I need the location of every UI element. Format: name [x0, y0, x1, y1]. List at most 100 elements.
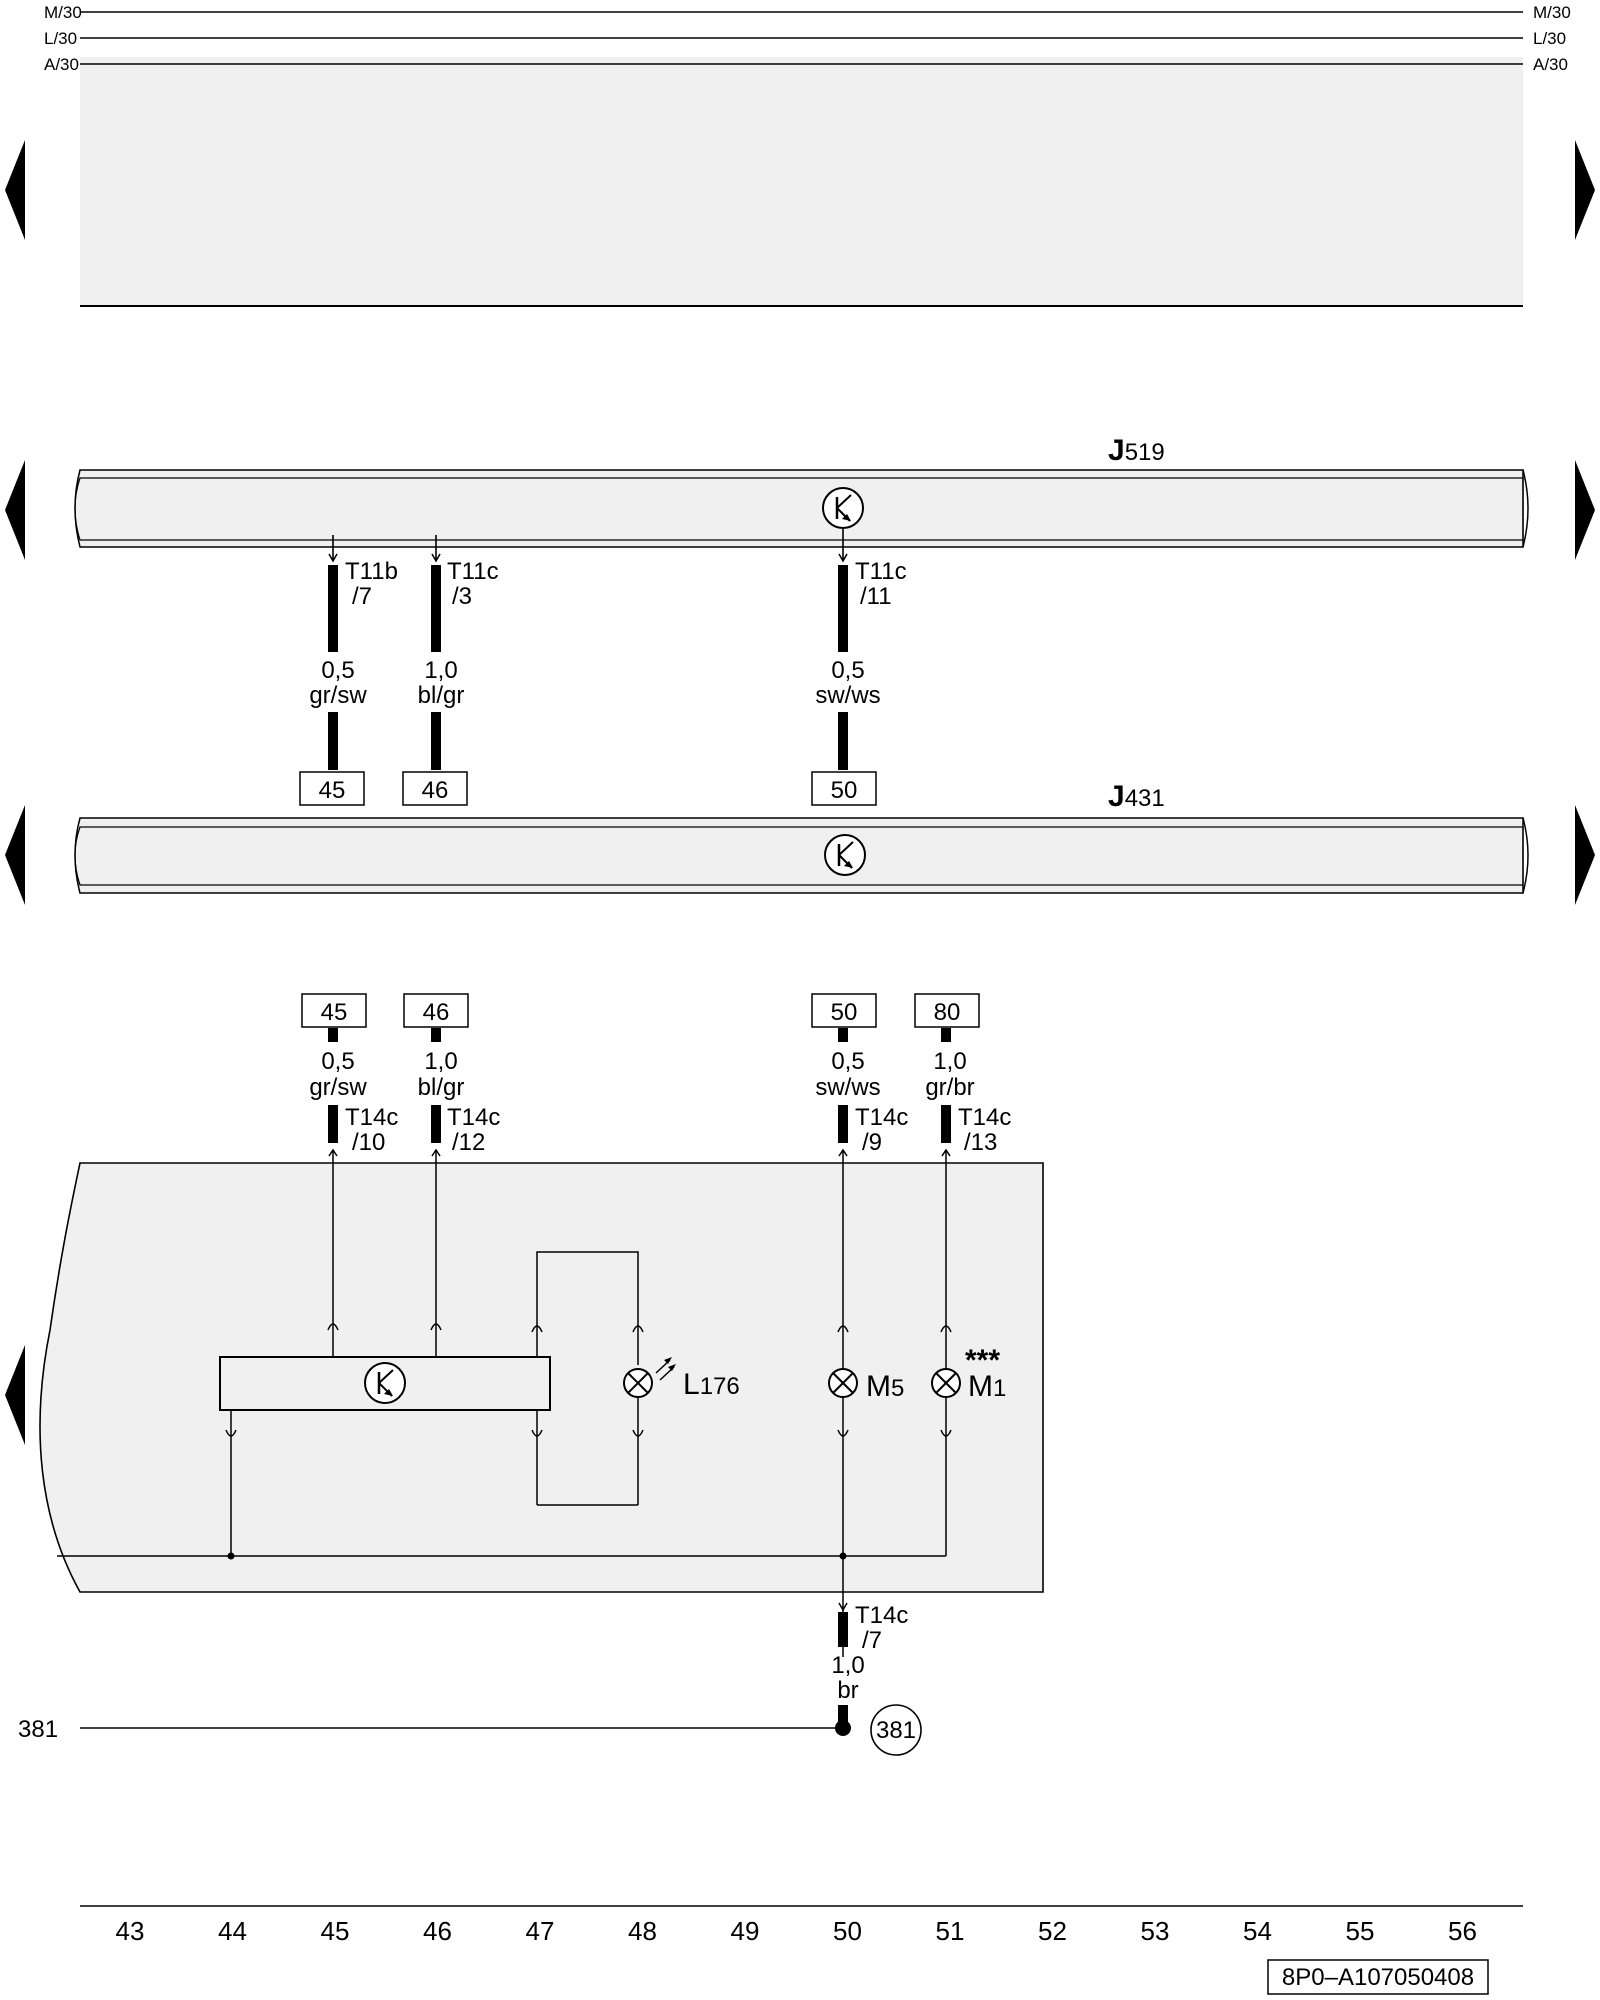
page-left-arrow-icon[interactable]	[5, 1345, 25, 1445]
connector-label: T11c	[855, 558, 907, 585]
scale-label: 48	[628, 1916, 657, 1946]
scale-label: 46	[423, 1916, 452, 1946]
scale-label: 49	[731, 1916, 760, 1946]
connector-label: T14c	[855, 1104, 908, 1131]
pin-label: /12	[452, 1129, 485, 1156]
wire-size-label: 1,0	[424, 1048, 457, 1075]
rail-label-left-l30: L/30	[44, 29, 77, 48]
wire-size-label: 0,5	[321, 657, 354, 684]
control-unit-j431: J431	[74, 780, 1529, 894]
scale-label: 44	[218, 1916, 247, 1946]
page-right-arrow-icon[interactable]	[1575, 460, 1595, 560]
ground-point-circle	[870, 1704, 922, 1756]
current-path-scale: 43 44 45 46 47 48 49 50 51 52 53 54 55 56	[80, 1905, 1523, 1946]
ground-point-label: 381	[876, 1717, 916, 1744]
component-label-m5: M5	[866, 1370, 904, 1403]
connector-label: T11b	[345, 558, 398, 585]
wire-size-label: 1,0	[424, 657, 457, 684]
bulb-icon	[931, 1368, 961, 1398]
pin-label: /9	[862, 1129, 882, 1156]
reference-box-label: 50	[831, 777, 858, 804]
reference-box-label: 80	[934, 999, 961, 1026]
rail-label-left-m30: M/30	[44, 3, 82, 22]
instrument-cluster-block: L176 M5 M1 ***	[39, 1148, 1044, 1657]
scale-label: 52	[1038, 1916, 1067, 1946]
component-label-l176: L176	[683, 1368, 740, 1401]
wire-color-label: sw/ws	[815, 682, 880, 709]
light-rays-icon	[655, 1357, 676, 1381]
connector-label: T11c	[447, 558, 499, 585]
scale-label: 56	[1448, 1916, 1477, 1946]
page-left-arrow-icon[interactable]	[5, 805, 25, 905]
connector-label: T14c	[447, 1104, 500, 1131]
warning-lamp-icon	[623, 1368, 653, 1398]
wire-size-label: 0,5	[831, 1048, 864, 1075]
reference-box-label: 45	[321, 999, 348, 1026]
wire-color-label: gr/sw	[309, 1074, 367, 1101]
component-label-j519: J519	[1108, 434, 1165, 467]
pin-label: /10	[352, 1129, 385, 1156]
pin-label: /7	[352, 583, 372, 610]
ground-line-label: 381	[18, 1716, 58, 1743]
pin-label: /7	[862, 1627, 882, 1654]
gauge-symbol-icon	[363, 1361, 407, 1405]
scale-label: 45	[321, 1916, 350, 1946]
lower-wires: 45 0,5 gr/sw T14c /10 46 1,0 bl/gr T14c …	[301, 993, 1011, 1156]
ground-junction	[835, 1720, 851, 1736]
page-left-arrow-icon[interactable]	[5, 460, 25, 560]
wire-t14c-10: 45 0,5 gr/sw T14c /10	[301, 993, 398, 1156]
pin-label: /13	[964, 1129, 997, 1156]
control-unit-j519: J519	[74, 434, 1529, 548]
component-label-j431: J431	[1108, 780, 1165, 813]
footnote-marker: ***	[965, 1344, 1000, 1377]
page-left-arrow-icon[interactable]	[5, 140, 25, 240]
page-right-arrow-icon[interactable]	[1575, 805, 1595, 905]
rail-shaded-area	[80, 57, 1523, 307]
scale-label: 54	[1243, 1916, 1272, 1946]
wire-size-label: 1,0	[933, 1048, 966, 1075]
reference-box-label: 46	[423, 999, 450, 1026]
wire-t14c-9: 50 0,5 sw/ws T14c /9	[811, 993, 908, 1156]
reference-box-label: 45	[319, 777, 346, 804]
connector-label: T14c	[958, 1104, 1011, 1131]
wire-color-label: bl/gr	[418, 682, 465, 709]
wire-t14c-12: 46 1,0 bl/gr T14c /12	[403, 993, 500, 1156]
supply-rail-section: M/30 L/30 A/30 M/30 L/30 A/30	[44, 3, 1571, 307]
page-right-arrow-icon[interactable]	[1575, 140, 1595, 240]
wire-color-label: sw/ws	[815, 1074, 880, 1101]
pin-label: /11	[860, 583, 892, 610]
scale-label: 47	[526, 1916, 555, 1946]
reference-box-label: 46	[422, 777, 449, 804]
scale-label: 51	[936, 1916, 965, 1946]
scale-label: 55	[1346, 1916, 1375, 1946]
diagram-id-label: 8P0–A107050408	[1282, 1964, 1474, 1991]
pin-label: /3	[452, 583, 472, 610]
scale-label: 53	[1141, 1916, 1170, 1946]
scale-label: 50	[833, 1916, 862, 1946]
wire-color-label: bl/gr	[418, 1074, 465, 1101]
wire-color-label: gr/br	[925, 1074, 974, 1101]
reference-box-label: 50	[831, 999, 858, 1026]
wire-t11c-3: T11c /3 1,0 bl/gr 46	[402, 535, 499, 806]
wire-size-label: 0,5	[831, 657, 864, 684]
j519-output-wires: T11b /7 0,5 gr/sw 45 T11c /3 1,0 bl/gr 4…	[299, 528, 907, 806]
rail-label-right-l30: L/30	[1533, 29, 1566, 48]
wire-t11b-7: T11b /7 0,5 gr/sw 45	[299, 535, 398, 806]
component-label-m1: M1	[968, 1370, 1006, 1403]
wire-size-label: 0,5	[321, 1048, 354, 1075]
wire-t14c-13: 80 1,0 gr/br T14c /13	[914, 993, 1011, 1156]
rail-label-right-a30: A/30	[1533, 55, 1568, 74]
ground-wire-t14c-7: T14c /7 1,0 br 381 381	[18, 1602, 922, 1756]
gauge-symbol-icon	[823, 833, 867, 877]
rail-label-left-a30: A/30	[44, 55, 79, 74]
gauge-symbol-icon	[821, 486, 865, 530]
wire-t11c-11: T11c /11 0,5 sw/ws 50	[811, 528, 907, 806]
wire-size-label: 1,0	[831, 1652, 864, 1679]
connector-label: T14c	[345, 1104, 398, 1131]
scale-label: 43	[116, 1916, 145, 1946]
rail-label-right-m30: M/30	[1533, 3, 1571, 22]
wire-color-label: br	[837, 1677, 858, 1704]
bulb-icon	[828, 1368, 858, 1398]
connector-label: T14c	[855, 1602, 908, 1629]
diagram-id-box: 8P0–A107050408	[1267, 1959, 1489, 1995]
